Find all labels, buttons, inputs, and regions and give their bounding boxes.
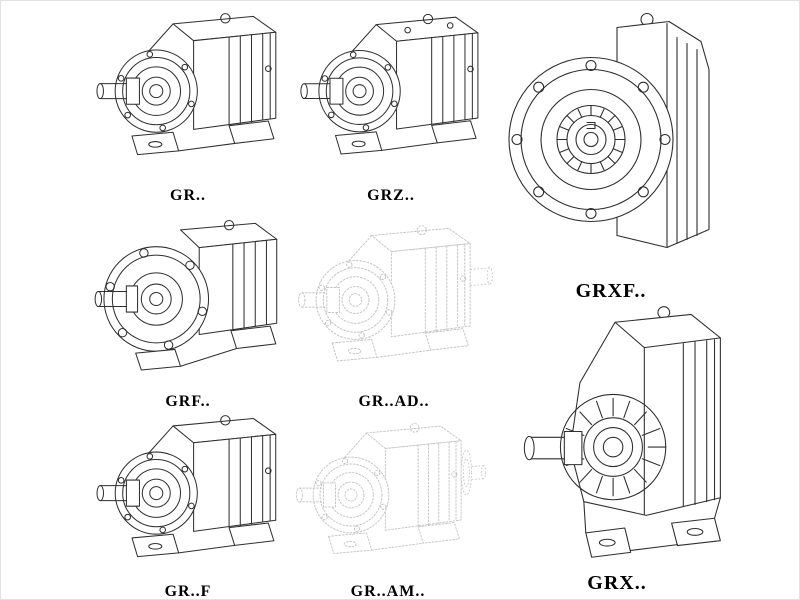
figure-label-grz: GRZ..: [367, 187, 415, 204]
figure-label-gr-f: GR..F: [164, 583, 212, 600]
figure-gr: GR..: [89, 3, 287, 205]
figure-gr-f: GR..F: [87, 411, 289, 600]
figure-label-gr-am: GR..AM..: [350, 583, 426, 600]
figure-label-gr-ad: GR..AD..: [358, 393, 430, 410]
gearbox-drawing-grz: [293, 3, 489, 183]
figure-gr-ad: GR..AD..: [291, 211, 497, 411]
figure-grz: GRZ..: [293, 3, 489, 205]
figure-grx: GRX..: [497, 293, 737, 595]
figure-label-grxf: GRXF..: [575, 280, 647, 302]
figure-label-grf: GRF..: [165, 393, 211, 410]
gearbox-drawing-grf: [89, 209, 287, 389]
gearbox-drawing-gr-f: [87, 411, 289, 579]
figure-label-gr: GR..: [170, 187, 206, 204]
gearbox-drawing-gr-ad: [291, 211, 497, 389]
gearbox-drawing-gr-am: [289, 411, 487, 579]
figure-grxf: GRXF..: [499, 1, 723, 303]
gearbox-drawing-grx: [497, 293, 737, 568]
gearbox-drawing-gr: [89, 3, 287, 183]
gearbox-drawing-grxf: [499, 1, 723, 276]
figure-label-grx: GRX..: [587, 572, 647, 594]
figure-grf: GRF..: [89, 209, 287, 411]
figure-gr-am: GR..AM..: [289, 411, 487, 600]
